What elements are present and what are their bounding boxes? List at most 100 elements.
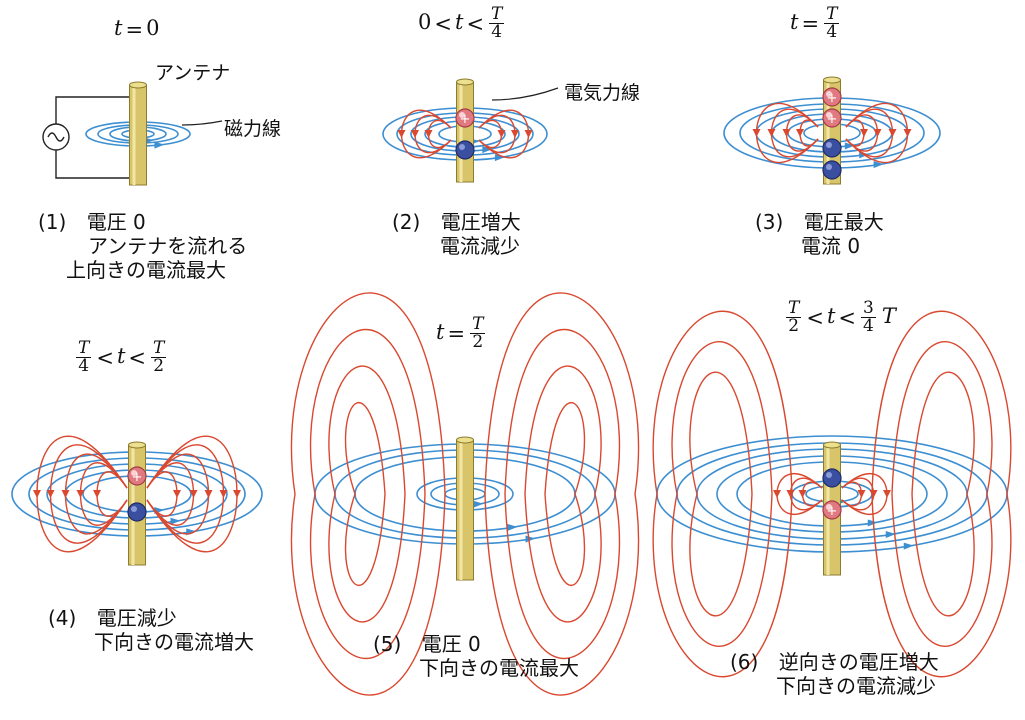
panel1-time: t=0	[114, 16, 160, 42]
electric-field-loop	[524, 365, 602, 623]
leader-line	[491, 87, 559, 101]
field-arrow	[860, 129, 868, 137]
electric-field-loop	[328, 365, 406, 623]
electric-field-loop	[689, 371, 753, 617]
electric-field-loop	[504, 328, 621, 660]
field-arrow	[76, 490, 85, 498]
field-arrow	[782, 129, 791, 137]
electric-field-loop	[911, 371, 975, 617]
field-arrow	[93, 490, 101, 498]
plus-sign: +	[827, 112, 838, 127]
field-arrow	[888, 129, 897, 137]
charge-highlight	[459, 112, 465, 118]
field-arrow	[189, 490, 198, 498]
field-arrow	[873, 129, 882, 137]
negative-charge	[127, 502, 147, 522]
antenna-highlight	[132, 85, 136, 185]
antenna-rod	[456, 81, 474, 183]
electric-line-label: 電気力線	[564, 82, 641, 104]
antenna-cap	[456, 78, 474, 86]
negative-charge	[822, 468, 842, 488]
field-arrow	[424, 130, 433, 138]
field-arrow	[219, 490, 228, 498]
antenna-cap	[456, 436, 474, 444]
electric-field-line	[776, 473, 823, 515]
panel6-caption: (6) 逆向きの電圧増大 下向きの電流減少	[730, 650, 939, 698]
electric-field-loop	[871, 310, 1012, 678]
plus-sign: +	[827, 504, 838, 519]
plus-sign: +	[827, 91, 838, 106]
field-arrow	[752, 129, 761, 137]
panel2-illustration: +	[382, 78, 559, 183]
antenna-cap	[823, 76, 841, 84]
antenna-cap	[823, 441, 841, 449]
field-arrow	[773, 490, 781, 498]
electric-field-line	[841, 473, 888, 515]
charge-highlight	[826, 472, 832, 478]
charge-highlight	[826, 91, 832, 97]
charge-highlight	[826, 504, 832, 510]
leader-line	[181, 120, 223, 126]
antenna-highlight	[459, 440, 463, 580]
magnetic-arrow	[494, 154, 505, 162]
field-arrow	[857, 490, 866, 498]
charge-highlight	[826, 112, 832, 118]
antenna-rod	[129, 84, 147, 186]
magnetic-line-label: 磁力線	[224, 118, 282, 140]
magnetic-arrow	[154, 141, 165, 149]
field-arrow	[204, 490, 213, 498]
electric-field-loop	[671, 341, 773, 647]
magnetic-arrow	[170, 517, 181, 525]
field-arrow	[524, 130, 533, 138]
magnetic-arrow	[873, 161, 884, 169]
panel3-caption: (3) 電圧最大 電流 0	[755, 210, 884, 258]
field-arrow	[173, 490, 181, 498]
antenna-highlight	[826, 80, 830, 184]
ac-wave	[47, 132, 65, 142]
field-arrow	[798, 490, 807, 498]
field-arrow	[767, 129, 776, 137]
magnetic-arrow	[473, 500, 484, 508]
magnetic-arrow	[844, 142, 855, 150]
negative-charge	[822, 160, 842, 180]
electric-field-loop	[544, 401, 586, 587]
electric-field-line	[799, 119, 819, 147]
charge-highlight	[826, 142, 832, 148]
panel5-illustration	[290, 292, 640, 696]
plus-sign: +	[132, 470, 143, 485]
field-arrow	[411, 130, 419, 138]
field-arrow	[786, 490, 795, 498]
field-arrow	[903, 129, 912, 137]
electric-field-loop	[344, 401, 386, 587]
panel4-caption: (4) 電圧減少 下向きの電流増大	[48, 606, 254, 654]
panel4-illustration: +	[11, 435, 263, 566]
negative-charge	[822, 138, 842, 158]
panel1-illustration	[42, 81, 223, 186]
field-arrow	[46, 490, 55, 498]
magnetic-arrow	[525, 535, 536, 543]
antenna-highlight	[459, 82, 463, 182]
charge-highlight	[131, 506, 137, 512]
antenna-cap	[129, 81, 147, 89]
magnetic-arrow	[507, 523, 518, 531]
field-arrow	[511, 130, 519, 138]
field-arrow	[33, 490, 41, 498]
electric-field-line	[845, 119, 865, 147]
charge-highlight	[459, 144, 465, 150]
magnetic-arrow	[885, 531, 896, 539]
field-arrow	[233, 490, 241, 498]
electric-field-loop	[290, 292, 446, 696]
field-arrow	[397, 130, 406, 138]
panel3-illustration: ++	[723, 76, 941, 185]
field-arrow	[61, 490, 70, 498]
electric-field-loop	[891, 341, 993, 647]
charge-highlight	[131, 470, 137, 476]
electric-field-loop	[484, 292, 640, 696]
field-arrow	[497, 130, 506, 138]
